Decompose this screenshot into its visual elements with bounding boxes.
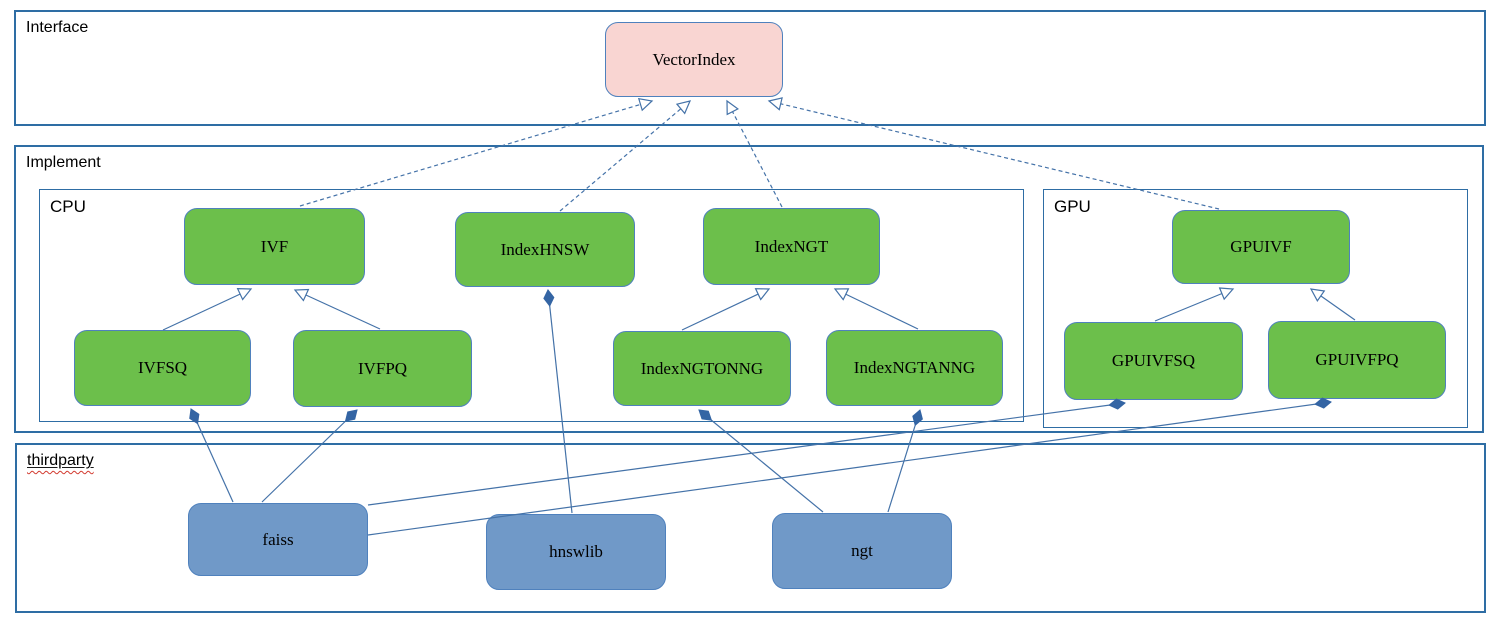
container-cpu-label: CPU <box>50 197 86 216</box>
container-implement-label: Implement <box>26 154 101 171</box>
node-ngt[interactable]: ngt <box>772 513 952 589</box>
node-gpuivf[interactable]: GPUIVF <box>1172 210 1350 284</box>
node-ivfpq[interactable]: IVFPQ <box>293 330 472 407</box>
container-thirdparty-label-text: thirdparty <box>27 452 94 469</box>
node-ivfsq[interactable]: IVFSQ <box>74 330 251 406</box>
node-gpuivfsq-label: GPUIVFSQ <box>1111 351 1196 370</box>
node-indexngtanng[interactable]: IndexNGTANNG <box>826 330 1003 406</box>
container-thirdparty-label: thirdparty <box>27 452 94 470</box>
node-indexngtanng-label: IndexNGTANNG <box>853 358 976 377</box>
node-indexngtonng-label: IndexNGTONNG <box>640 358 764 378</box>
node-gpuivfpq[interactable]: GPUIVFPQ <box>1268 321 1446 399</box>
container-gpu-label: GPU <box>1054 197 1091 216</box>
node-ivf[interactable]: IVF <box>184 208 365 285</box>
node-gpuivfpq-label: GPUIVFPQ <box>1315 350 1399 369</box>
container-interface-label: Interface <box>26 19 89 36</box>
node-faiss-label: faiss <box>262 529 294 549</box>
node-indexngt[interactable]: IndexNGT <box>703 208 880 285</box>
node-indexngtonng[interactable]: IndexNGTONNG <box>613 331 791 406</box>
node-ngt-label: ngt <box>851 541 873 560</box>
node-ivfpq-label: IVFPQ <box>357 358 408 378</box>
node-indexhnsw-label: IndexHNSW <box>500 239 590 259</box>
node-gpuivfsq[interactable]: GPUIVFSQ <box>1064 322 1243 400</box>
node-indexngt-label: IndexNGT <box>754 236 829 256</box>
node-vectorindex[interactable]: VectorIndex <box>605 22 783 97</box>
node-indexhnsw[interactable]: IndexHNSW <box>455 212 635 287</box>
node-gpuivf-label: GPUIVF <box>1230 237 1292 256</box>
node-ivfsq-label: IVFSQ <box>137 358 188 377</box>
node-vectorindex-label: VectorIndex <box>652 49 736 69</box>
node-ivf-label: IVF <box>260 236 289 256</box>
node-faiss[interactable]: faiss <box>188 503 368 576</box>
node-hnswlib-label: hnswlib <box>549 542 603 561</box>
node-hnswlib[interactable]: hnswlib <box>486 514 666 590</box>
